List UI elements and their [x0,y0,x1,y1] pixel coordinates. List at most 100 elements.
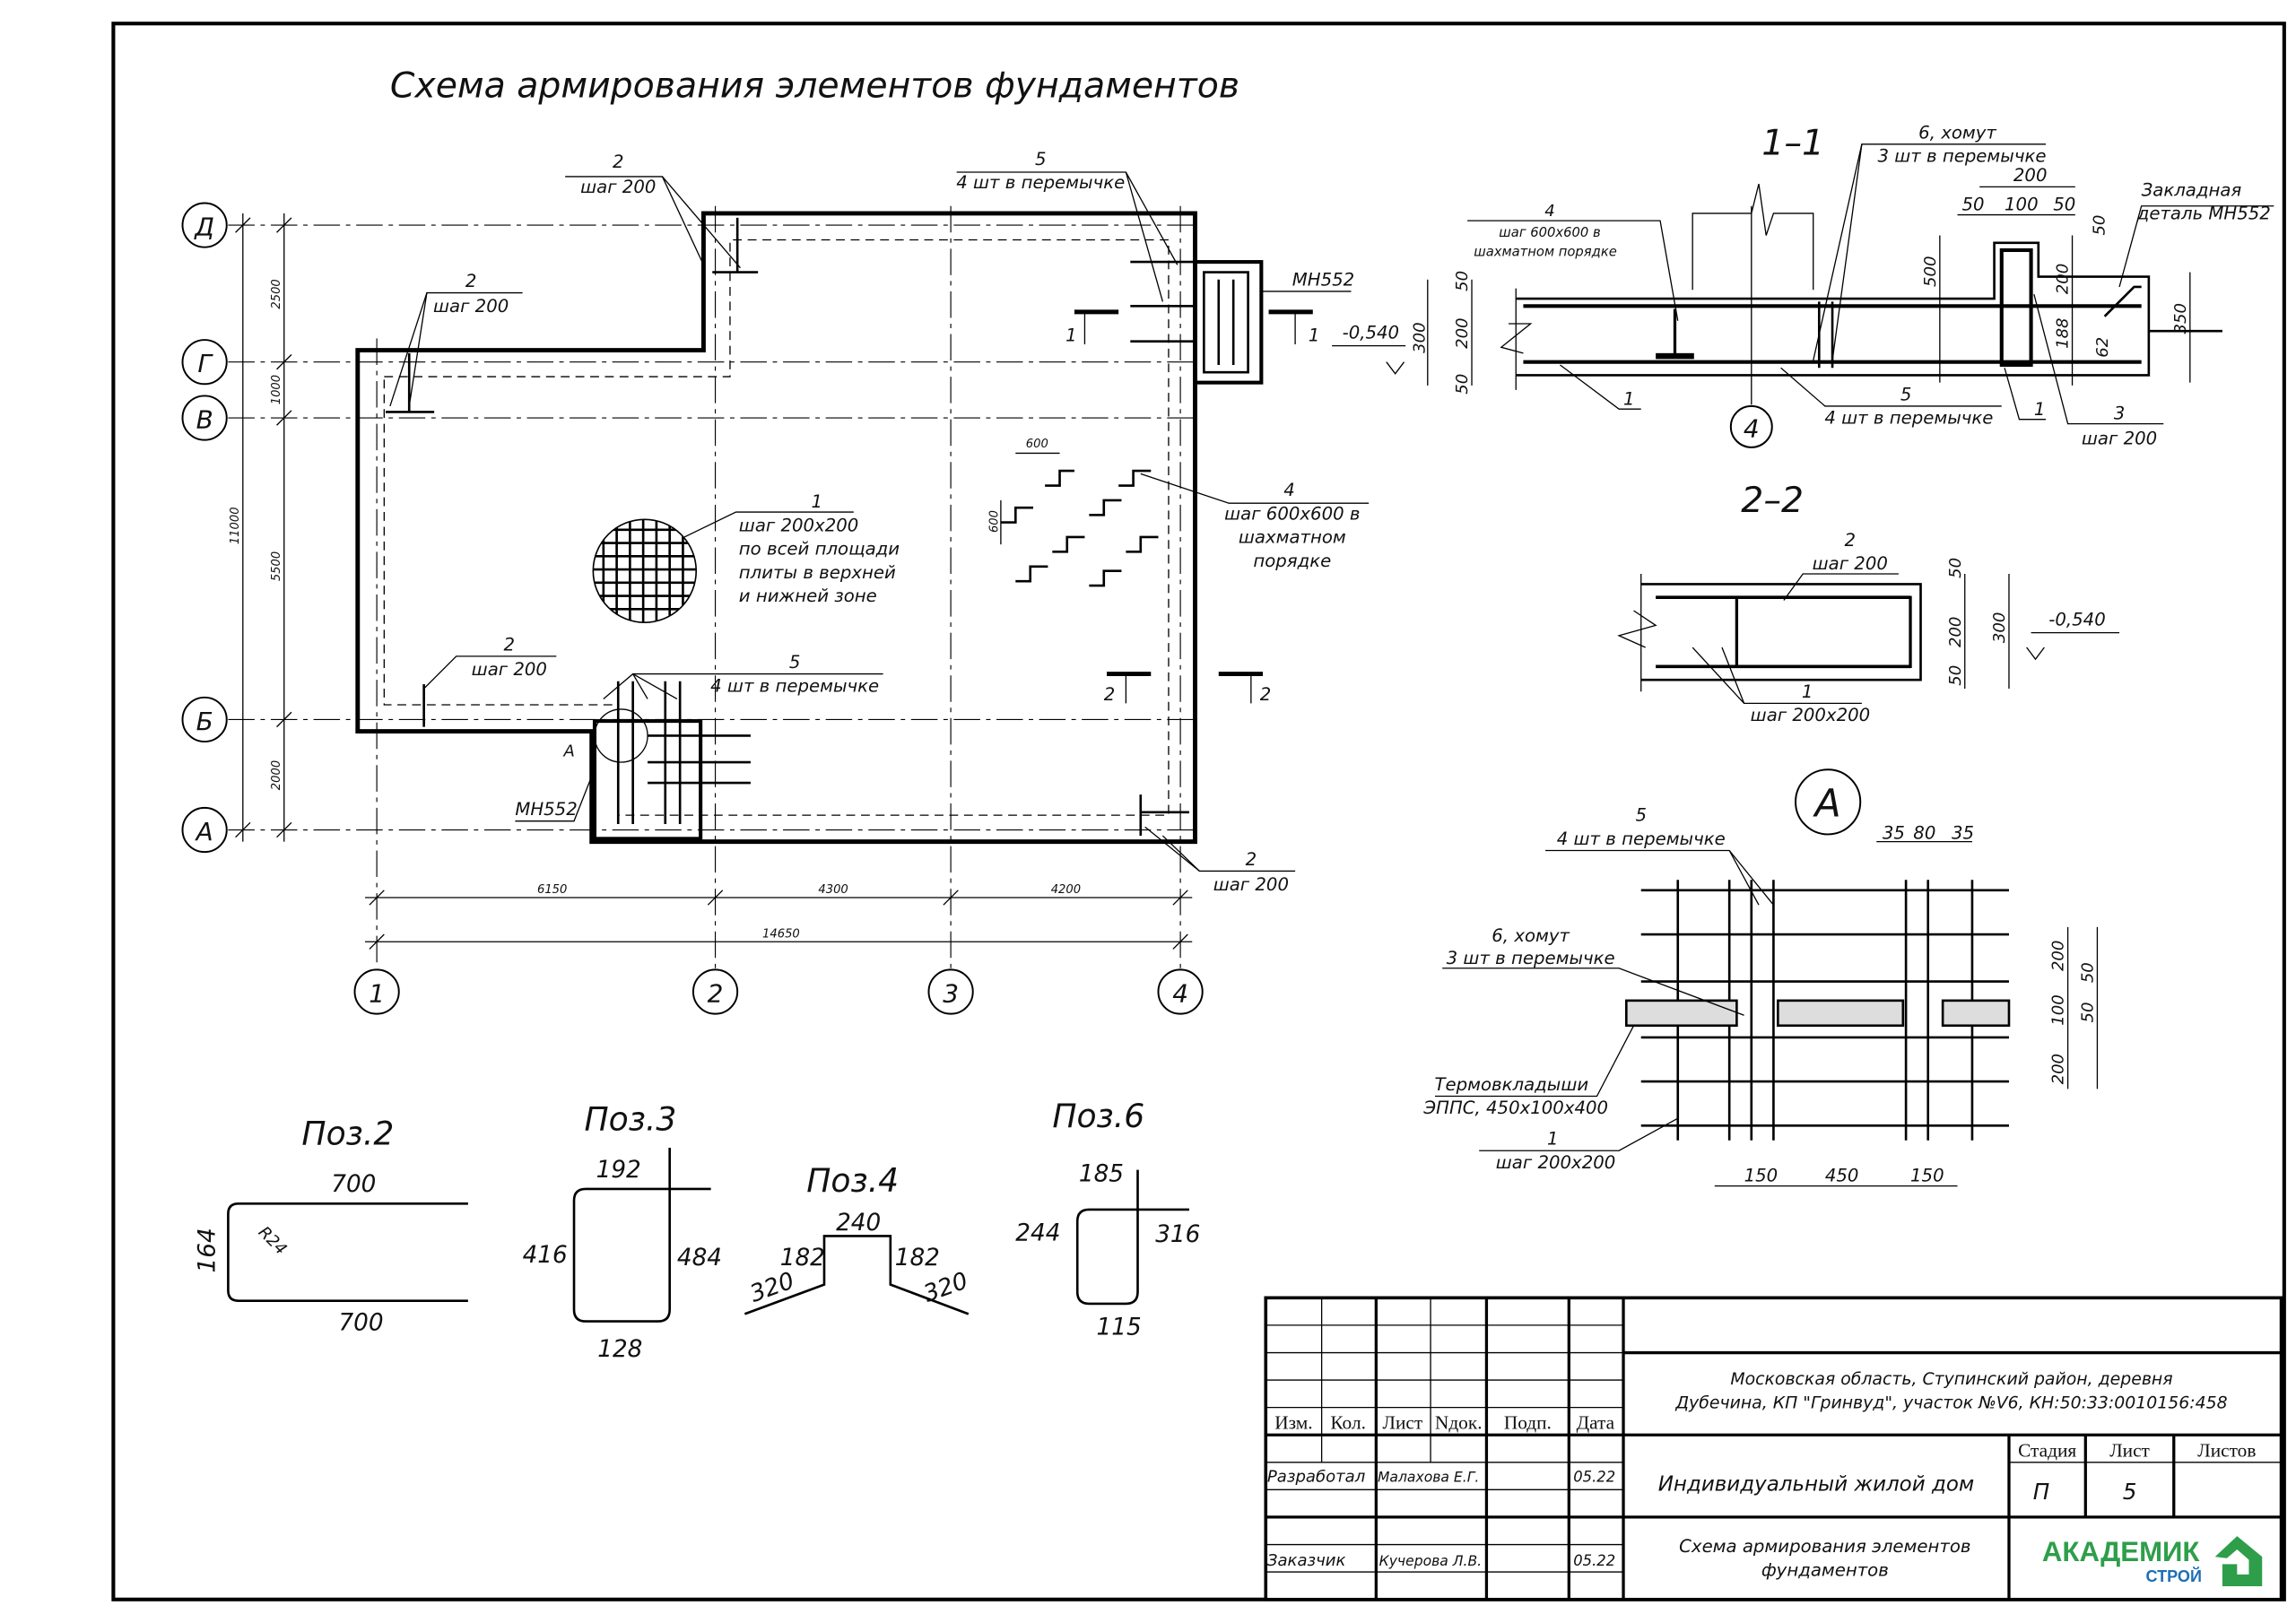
callout-text: порядке [1253,551,1331,571]
callout-label: 4 [1544,202,1554,221]
embedded-part-label: МН552 [1292,269,1354,290]
dim-label: 244 [1015,1219,1060,1246]
signer-name: Малахова Е.Г. [1378,1469,1479,1485]
column-header: Лист [1383,1411,1423,1433]
callout-text: шахматном [1239,527,1346,548]
dim-label: 316 [1155,1221,1200,1248]
dim-label: 600 [988,510,1002,533]
dim-label: 350 [2171,303,2190,334]
callout-pos2-bottom-right: 2 шаг 200 [1144,826,1296,895]
callout-label: 5 [1900,384,1912,404]
callout-pos5-bottom: 5 4 шт в перемычке [603,652,883,700]
row-axis-markers: Д Г В Б А [181,202,228,854]
callout-label: 2 [504,634,516,655]
callout-text: шаг 600х600 в [1224,503,1360,524]
sheet-value: 5 [2123,1479,2137,1505]
callout-label: 1 [1547,1129,1559,1150]
sheet-title: фундаментов [1761,1559,1889,1580]
bar-poz3: Поз.3 192 416 484 128 [523,1099,722,1363]
callout-text: 4 шт в перемычке [1824,408,1993,429]
dim-label: 128 [597,1336,642,1363]
bar-title: Поз.6 [1052,1097,1144,1135]
dim-label: 80 [1913,822,1935,843]
section-mark-label: 2 [1104,684,1116,705]
callout-text: шаг 200 [1213,874,1289,895]
foundation-plan: Д Г В Б А 1 2 3 4 2500 1000 5500 2000 [181,149,1370,1015]
bar-title: Поз.3 [585,1099,677,1138]
drawing-title: Схема армирования элементов фундаментов [390,65,1239,106]
callout-text: 4 шт в перемычке [1557,829,1726,849]
lintel-rebar-top [1130,260,1264,385]
callout-text: плиты в верхней [739,562,896,583]
node-title: А [1813,782,1841,827]
callout-label: 6, хомут [1918,122,1996,143]
bar-title: Поз.4 [806,1161,899,1200]
section-marks: 1 1 2 2 [1065,309,1320,705]
callout-label: 1 [812,491,823,512]
dim-label: 300 [1990,612,2009,643]
dim-label: 320 [920,1268,971,1308]
house-logo-icon [2214,1536,2263,1586]
section-mark-label: 1 [1309,325,1320,346]
callout-label: 3 [2114,404,2126,424]
section-title: 1–1 [1761,122,1824,163]
callout-text: шаг 600х600 в [1499,225,1600,240]
dim-label: 4300 [818,883,848,897]
dim-label: 5500 [270,551,283,581]
dim-label: 50 [2079,1002,2098,1023]
callout-pos2-bottom-left: 2 шаг 200 [423,634,557,690]
callout-text: шахматном порядке [1474,245,1617,260]
section-mark-label: 2 [1260,684,1272,705]
axis-label: 4 [1744,413,1760,443]
column-header: Nдок. [1435,1411,1483,1433]
dim-label: 6150 [537,883,567,897]
callout-text: деталь МН552 [2136,204,2271,224]
dim-label: 2500 [270,279,283,308]
callout-label: 4 [1283,480,1295,500]
bar-poz2: Поз.2 700 700 164 R24 [195,1115,468,1336]
dim-label: 35 [1952,822,1974,843]
callout-text: шаг 200х200 [739,515,858,535]
callout-label: 1 [1802,681,1813,702]
dim-label: 182 [780,1245,825,1271]
dim-label: 150 [1910,1166,1944,1186]
dim-label: 1000 [270,375,283,404]
axis-label: Г [197,349,213,378]
column-header: Дата [1577,1411,1615,1433]
logo-text: АКАДЕМИК [2042,1536,2200,1567]
bar-poz6: Поз.6 185 244 316 115 [1015,1097,1200,1341]
column-header: Подп. [1504,1411,1552,1433]
embedded-part-labels: МН552 МН552 А [515,269,1354,822]
dim-label: 50 [2091,215,2109,236]
section-mark-label: 1 [1065,325,1077,346]
sheet-frame [111,22,2286,1601]
project-address: Дубечина, КП "Гринвуд", участок №V6, КН:… [1674,1393,2227,1412]
dim-label: 200 [2049,1054,2068,1084]
signer-role: Разработал [1267,1467,1365,1486]
dim-label: 50 [2053,195,2075,215]
callout-label: 5 [1035,149,1047,169]
dim-label: 500 [1921,256,1940,287]
callout-text: 3 шт в перемычке [1877,146,2046,167]
dim-total: 11000 [229,507,242,544]
object-name: Индивидуальный жилой дом [1658,1472,1974,1496]
dim-label: 200 [1946,617,1965,647]
column-header: Изм. [1274,1411,1312,1433]
callout-label: 5 [1635,805,1647,826]
signer-role: Заказчик [1267,1551,1346,1570]
lintel-rebar-bottom [592,681,751,841]
dim-label: 185 [1079,1161,1124,1188]
stage-value: П [2033,1479,2050,1505]
dim-label: 50 [2079,962,2098,983]
dim-label: 50 [1961,195,1984,215]
dim-label: 100 [2049,994,2068,1025]
dim-label: 450 [1825,1166,1859,1186]
signer-date: 05.22 [1573,1552,1615,1569]
dim-label: 200 [2013,165,2048,186]
dim-label: 320 [746,1268,797,1308]
callout-label: 1 [1623,388,1635,409]
callout-text: 3 шт в перемычке [1447,948,1615,968]
dim-label: 115 [1097,1314,1142,1341]
section-title: 2–2 [1741,480,1804,521]
